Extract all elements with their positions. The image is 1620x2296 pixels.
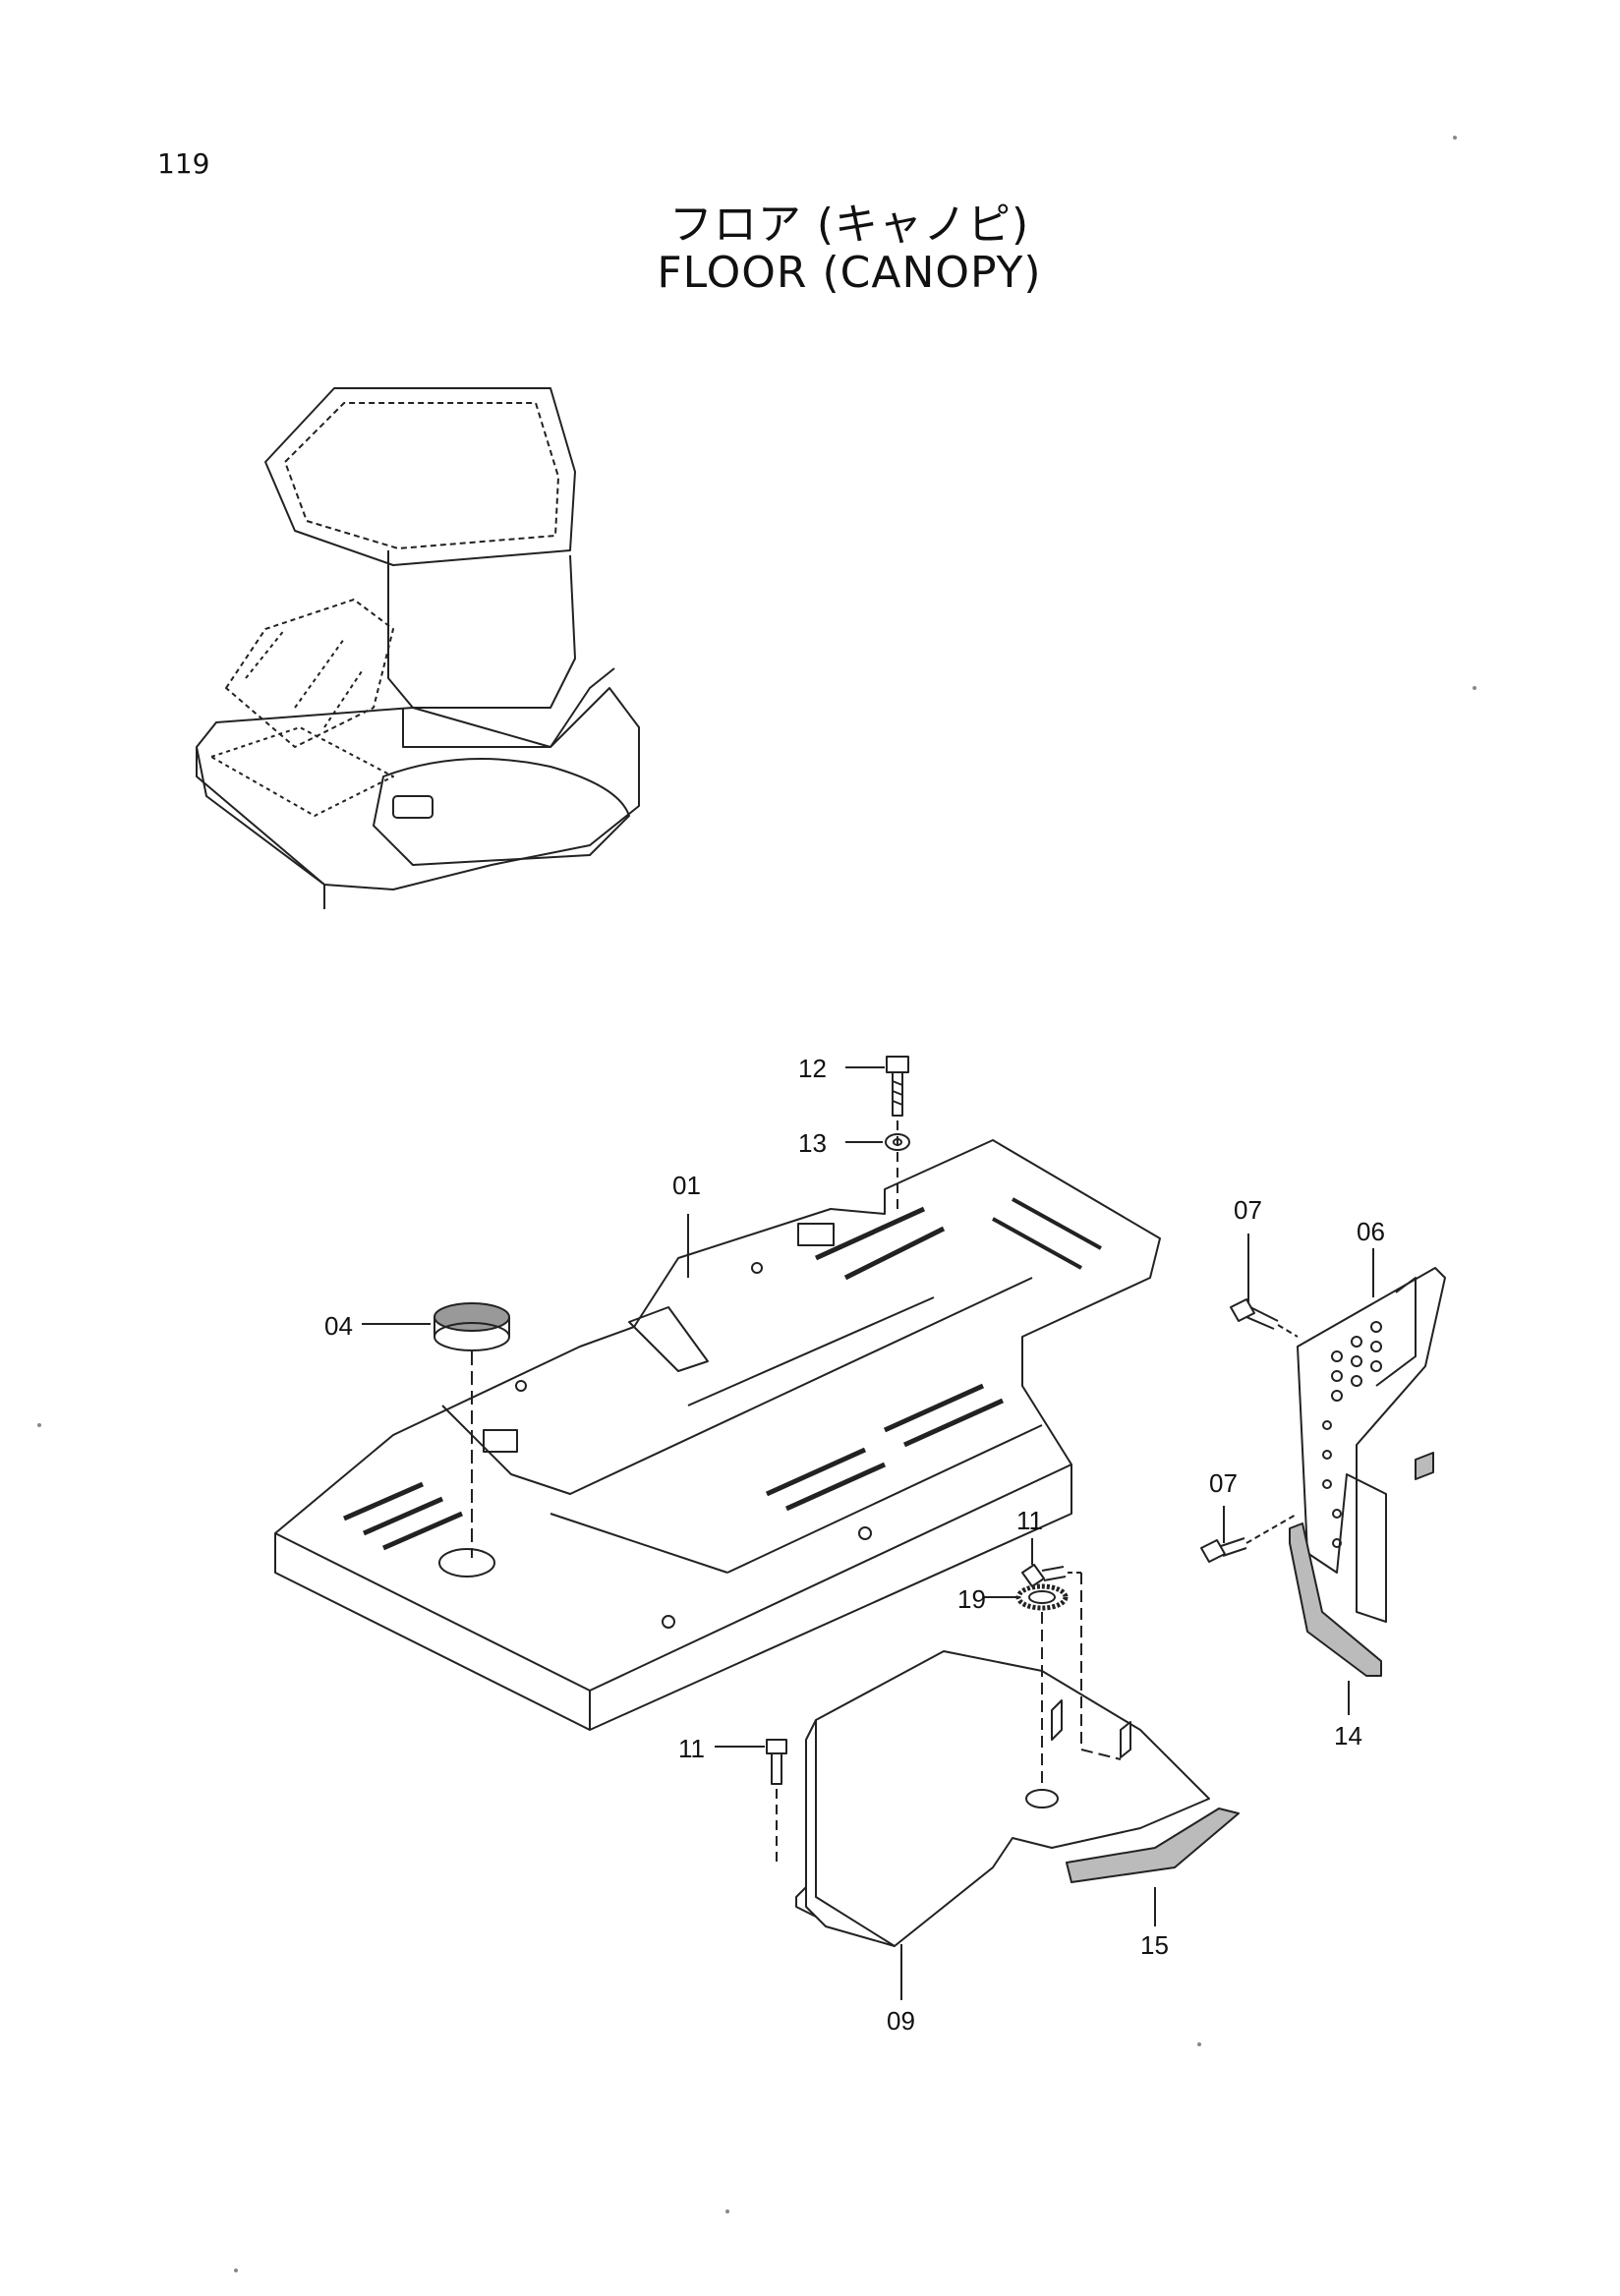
side-plate-part-06 bbox=[1297, 1267, 1446, 1623]
callout-09: 09 bbox=[887, 2006, 915, 2036]
callout-07-upper: 07 bbox=[1234, 1195, 1262, 1225]
seal-part-14 bbox=[1289, 1452, 1434, 1677]
title-japanese: フロア (キャノピ) bbox=[668, 200, 1030, 250]
callout-12: 12 bbox=[798, 1054, 827, 1083]
washer-part-13 bbox=[885, 1133, 910, 1151]
bolt-part-07-upper bbox=[1230, 1298, 1299, 1338]
callout-19: 19 bbox=[957, 1584, 986, 1614]
callout-13: 13 bbox=[798, 1128, 827, 1158]
callout-06: 06 bbox=[1357, 1217, 1385, 1246]
floor-plate-part-01 bbox=[274, 1139, 1161, 1731]
callout-11-lower: 11 bbox=[678, 1734, 705, 1763]
bolt-part-11-lower bbox=[766, 1739, 787, 1867]
scan-specks bbox=[37, 136, 1476, 2272]
cap-part-04 bbox=[434, 1302, 510, 1558]
callout-04: 04 bbox=[324, 1311, 353, 1341]
callout-01: 01 bbox=[672, 1171, 701, 1200]
title-english: FLOOR (CANOPY) bbox=[657, 248, 1042, 298]
callout-leader-lines bbox=[362, 1066, 1374, 2000]
lock-washer-part-19 bbox=[1015, 1583, 1069, 1611]
cover-plate-part-09 bbox=[795, 1573, 1210, 1947]
callout-15: 15 bbox=[1140, 1930, 1169, 1960]
bolt-part-12 bbox=[886, 1056, 909, 1209]
callout-11-upper: 11 bbox=[1016, 1506, 1043, 1535]
callout-07-lower: 07 bbox=[1209, 1468, 1238, 1498]
callout-14: 14 bbox=[1334, 1721, 1362, 1751]
page-number: 119 bbox=[157, 147, 210, 180]
bolt-part-11-upper bbox=[1021, 1564, 1081, 1587]
bolt-part-07-lower bbox=[1200, 1513, 1299, 1563]
seal-part-15 bbox=[1066, 1808, 1240, 1883]
machine-overview-illustration bbox=[196, 387, 640, 909]
